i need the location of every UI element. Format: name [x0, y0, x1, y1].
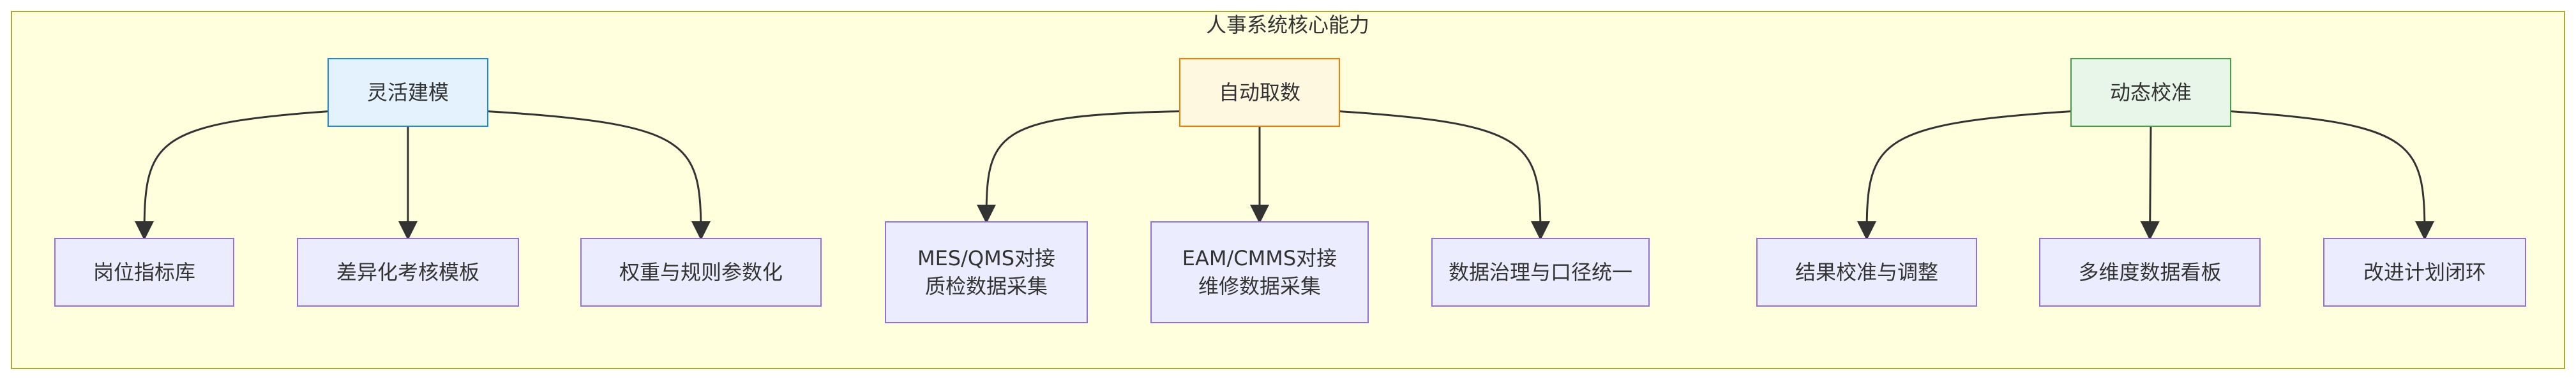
node-job-indicator-library-label: 岗位指标库 [93, 260, 195, 284]
node-flexible-modeling: 灵活建模 [328, 58, 488, 127]
node-differentiated-templates-box [297, 238, 519, 307]
node-auto-fetch: 自动取数 [1179, 58, 1340, 127]
node-improvement-loop-box [2323, 238, 2526, 307]
edge-flexible-modeling-to-job-indicator-library [135, 110, 329, 240]
node-differentiated-templates: 差异化考核模板 [297, 238, 519, 307]
node-mes-qms-integration-box [885, 221, 1088, 323]
diagram-title: 人事系统核心能力 [1206, 13, 1369, 37]
node-job-indicator-library: 岗位指标库 [54, 238, 234, 307]
node-result-calibration: 结果校准与调整 [1756, 238, 1977, 307]
node-differentiated-templates-label: 差异化考核模板 [336, 260, 479, 284]
node-result-calibration-box [1756, 238, 1977, 307]
node-eam-cmms-integration-box [1150, 221, 1369, 323]
node-eam-cmms-integration-label: 维修数据采集 [1198, 274, 1321, 298]
node-auto-fetch-label: 自动取数 [1219, 80, 1300, 105]
node-multi-dim-dashboard: 多维度数据看板 [2039, 238, 2261, 307]
node-job-indicator-library-box [54, 238, 234, 307]
node-result-calibration-label: 结果校准与调整 [1795, 260, 1938, 284]
edge-flexible-modeling-to-weight-rule-parameters [487, 110, 711, 240]
node-weight-rule-parameters: 权重与规则参数化 [580, 238, 822, 307]
node-flexible-modeling-box [328, 58, 488, 127]
node-auto-fetch-box [1179, 58, 1340, 127]
edge-dynamic-calibration-to-improvement-loop [2230, 110, 2434, 240]
node-improvement-loop-label: 改进计划闭环 [2363, 260, 2486, 284]
node-improvement-loop: 改进计划闭环 [2323, 238, 2526, 307]
node-flexible-modeling-label: 灵活建模 [367, 80, 449, 105]
node-mes-qms-integration-label: 质检数据采集 [925, 274, 1048, 298]
node-dynamic-calibration-label: 动态校准 [2110, 80, 2192, 105]
node-eam-cmms-integration-label: EAM/CMMS对接 [1182, 246, 1337, 270]
node-dynamic-calibration-box [2070, 58, 2231, 127]
edge-auto-fetch-to-mes-qms-integration [977, 110, 1180, 224]
node-mes-qms-integration-label: MES/QMS对接 [917, 246, 1055, 270]
edges-layer [135, 110, 2434, 240]
node-dynamic-calibration: 动态校准 [2070, 58, 2231, 127]
node-data-governance-label: 数据治理与口径统一 [1449, 260, 1632, 284]
edge-auto-fetch-to-data-governance [1339, 110, 1550, 240]
node-weight-rule-parameters-box [580, 238, 822, 307]
edge-dynamic-calibration-to-multi-dim-dashboard [2140, 126, 2160, 240]
node-data-governance: 数据治理与口径统一 [1431, 238, 1650, 307]
node-weight-rule-parameters-label: 权重与规则参数化 [619, 260, 783, 284]
node-multi-dim-dashboard-box [2039, 238, 2261, 307]
edge-dynamic-calibration-to-result-calibration [1857, 110, 2072, 240]
node-data-governance-box [1431, 238, 1650, 307]
node-multi-dim-dashboard-label: 多维度数据看板 [2078, 260, 2221, 284]
